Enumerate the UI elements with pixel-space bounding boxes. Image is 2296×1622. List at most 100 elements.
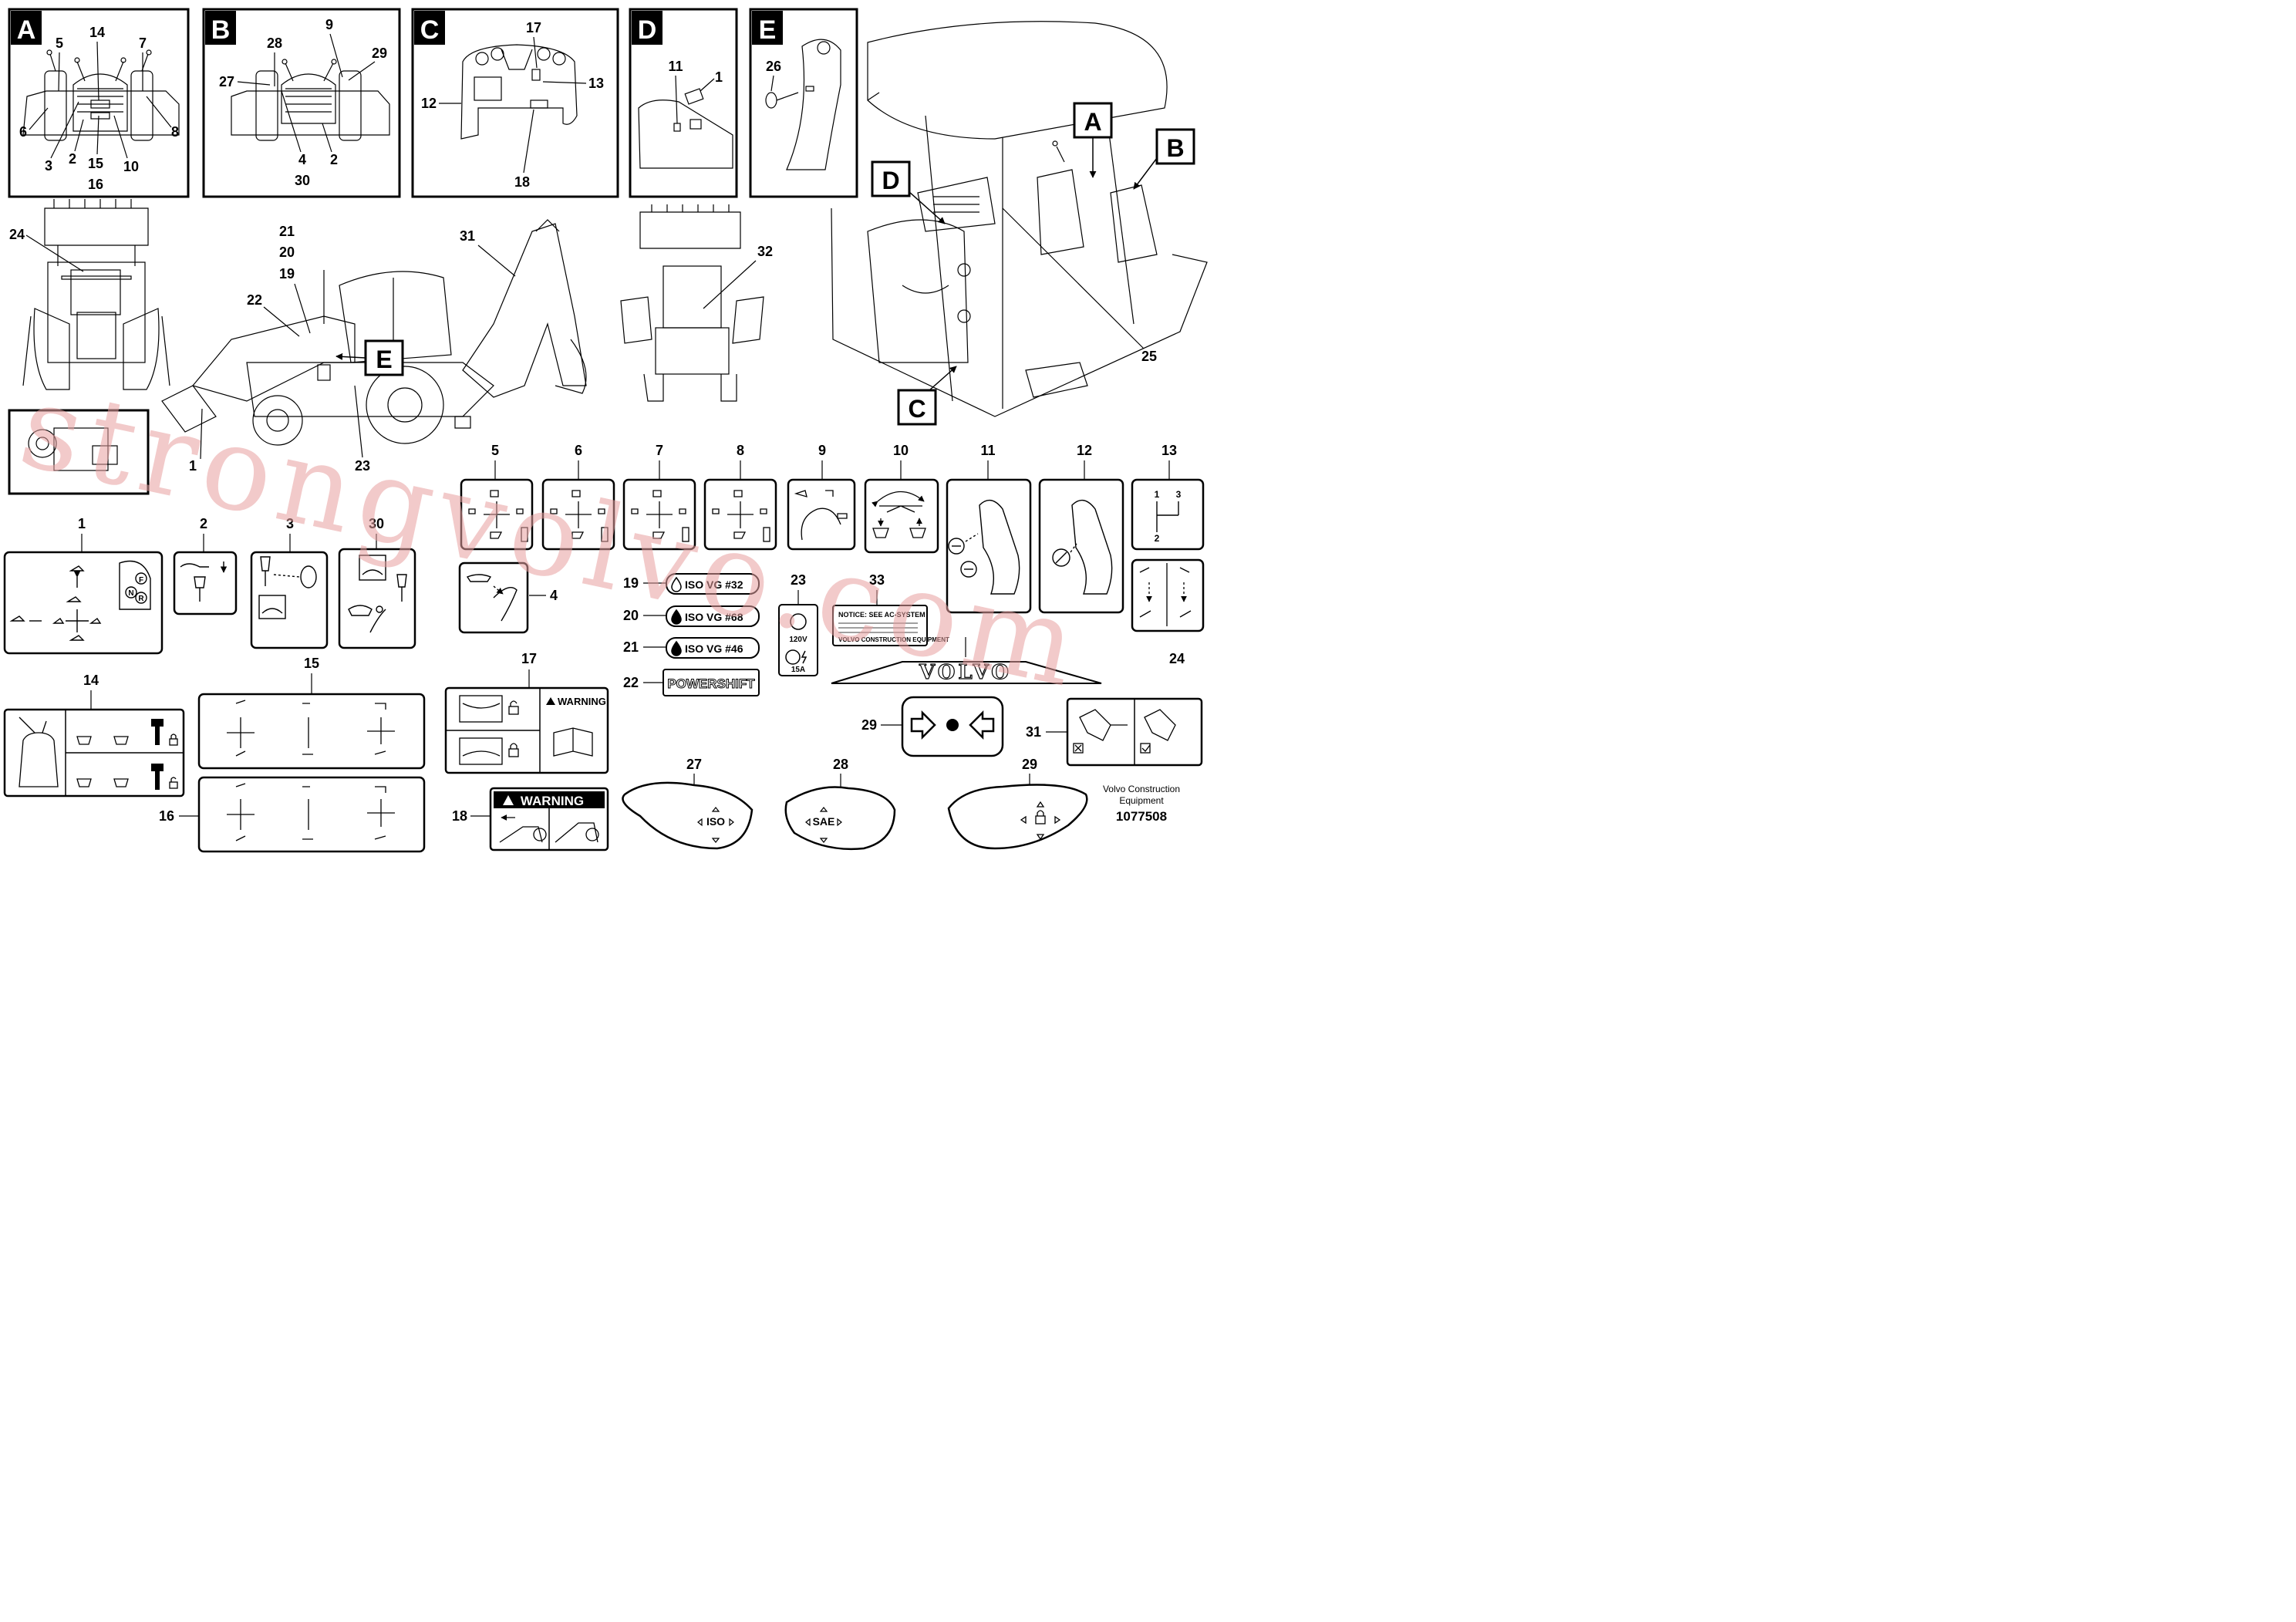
svg-text:A: A — [1084, 108, 1101, 136]
callout: 3 — [45, 158, 52, 174]
svg-text:2: 2 — [200, 516, 207, 531]
decal-4: 4 — [458, 561, 558, 634]
footer: Volvo Construction Equipment 1077508 — [1103, 784, 1180, 824]
svg-text:15: 15 — [304, 656, 319, 671]
panel-b: B 28 9 29 27 4 2 30 — [202, 8, 401, 198]
cab-overview — [831, 21, 1208, 417]
svg-text:3: 3 — [1176, 489, 1182, 500]
svg-text:VOLVO: VOLVO — [919, 661, 1012, 684]
decal-9: 9 — [787, 443, 856, 551]
svg-text:5: 5 — [491, 443, 499, 458]
callout: 23 — [355, 458, 370, 474]
svg-text:120V: 120V — [789, 636, 807, 644]
svg-text:15A: 15A — [791, 666, 805, 674]
svg-text:SAE: SAE — [813, 815, 835, 828]
callout: 18 — [514, 174, 530, 190]
callout: 22 — [247, 292, 262, 308]
decal-18: WARNING 18 — [452, 787, 609, 851]
callout: 12 — [421, 96, 437, 111]
panel-letter: C — [420, 15, 440, 45]
callout: 21 — [279, 224, 295, 239]
svg-text:7: 7 — [656, 443, 663, 458]
svg-text:4: 4 — [550, 588, 558, 603]
decal-25: 24 — [1131, 558, 1205, 666]
callout: 4 — [298, 152, 306, 167]
decal-23: 23 120V 15A — [778, 572, 818, 676]
svg-text:ISO: ISO — [706, 815, 725, 828]
panel-letter: A — [17, 15, 36, 45]
callout: 30 — [295, 173, 310, 188]
svg-text:6: 6 — [575, 443, 582, 458]
callout: 20 — [279, 244, 295, 260]
callout: 1 — [189, 458, 197, 474]
panel-a: A 5 14 7 6 3 2 15 10 8 16 — [8, 8, 190, 198]
svg-text:ISO VG #32: ISO VG #32 — [685, 578, 743, 591]
decal-7: 7 — [622, 443, 696, 551]
svg-text:N: N — [128, 589, 133, 598]
svg-text:11: 11 — [980, 443, 995, 458]
svg-text:19: 19 — [623, 575, 639, 591]
svg-text:33: 33 — [869, 572, 885, 588]
svg-text:16: 16 — [159, 808, 174, 824]
svg-text:VOLVO CONSTRUCTION EQUIPMENT: VOLVO CONSTRUCTION EQUIPMENT — [838, 636, 949, 643]
front-view-cab — [620, 204, 764, 402]
callout: 8 — [171, 124, 179, 140]
decal-30: 30 — [338, 516, 416, 649]
decal-28: 28 SAE — [784, 757, 896, 851]
svg-text:29: 29 — [861, 717, 877, 733]
svg-text:29: 29 — [1022, 757, 1037, 772]
callout: 15 — [88, 156, 103, 171]
panel-d: D 11 1 — [629, 8, 738, 198]
decal-8: 8 — [703, 443, 777, 551]
svg-text:Equipment: Equipment — [1119, 795, 1164, 806]
panel-letter: E — [759, 15, 777, 45]
svg-text:21: 21 — [623, 639, 639, 655]
callout: 6 — [19, 124, 27, 140]
warning-label: WARNING — [558, 696, 606, 707]
panel-c: C 17 13 12 18 — [411, 8, 619, 198]
diagram-stage: A 5 14 7 6 3 2 15 10 8 16 — [0, 0, 1210, 855]
svg-text:12: 12 — [1077, 443, 1092, 458]
svg-text:Volvo Construction: Volvo Construction — [1103, 784, 1180, 794]
decal-11: 11 — [946, 443, 1032, 614]
callout: 31 — [460, 228, 475, 244]
callout: 17 — [526, 20, 541, 35]
decal-1: 1 F N R — [3, 516, 164, 655]
decal-13: 13 1 3 2 — [1131, 443, 1205, 551]
decal-16: 16 — [159, 776, 426, 853]
svg-text:2: 2 — [1155, 533, 1160, 544]
svg-text:1: 1 — [78, 516, 86, 531]
callout: 2 — [69, 151, 76, 167]
svg-text:F: F — [139, 576, 143, 585]
decal-14: 14 — [3, 673, 185, 798]
overview-letter-d: D — [871, 160, 946, 224]
decal-22: 22 POWERSHIFT — [623, 669, 760, 696]
svg-text:POWERSHIFT: POWERSHIFT — [667, 676, 755, 691]
decal-12: 12 — [1038, 443, 1124, 614]
decal-32: 31 — [1026, 697, 1203, 767]
callout: 10 — [123, 159, 139, 174]
parts-diagram: A 5 14 7 6 3 2 15 10 8 16 — [3, 8, 1208, 853]
callout: 14 — [89, 25, 105, 40]
decal-15: 15 — [197, 656, 426, 770]
side-view-backhoe — [161, 219, 587, 446]
callout: 25 — [1141, 349, 1157, 364]
panel-e: E 26 — [749, 8, 858, 198]
svg-text:8: 8 — [737, 443, 744, 458]
decal-20: 20 ISO VG #68 — [623, 605, 760, 627]
decal-29: 29 — [947, 757, 1088, 850]
callout: 1 — [715, 69, 723, 85]
svg-text:20: 20 — [623, 608, 639, 623]
decal-27: 27 ISO — [622, 757, 754, 850]
decal-17: 17 WARNING — [444, 651, 609, 774]
decal-24: VOLVO — [831, 637, 1102, 685]
callout: 26 — [766, 59, 781, 74]
overview-letter-b: B — [1133, 128, 1195, 190]
inset-33 — [8, 409, 150, 495]
callout: 13 — [588, 76, 604, 91]
decal-19: 19 ISO VG #32 — [623, 573, 760, 595]
callout: 7 — [139, 35, 147, 51]
svg-text:22: 22 — [623, 675, 639, 690]
svg-text:27: 27 — [686, 757, 702, 772]
callout: 19 — [279, 266, 295, 282]
